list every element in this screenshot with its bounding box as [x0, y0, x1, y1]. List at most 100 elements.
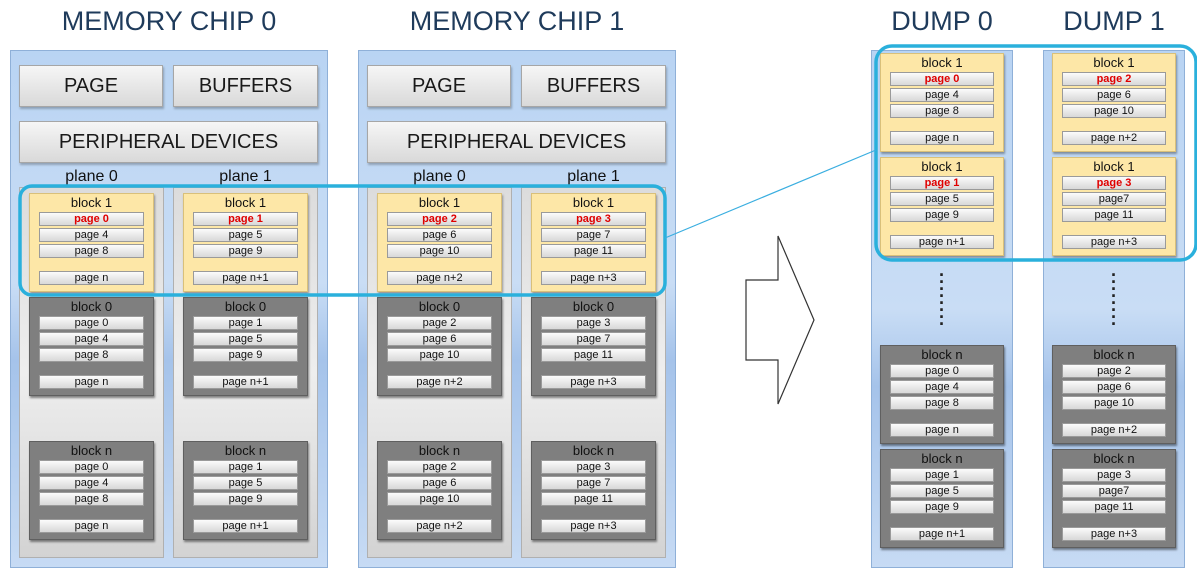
- chip-title: MEMORY CHIP 1: [409, 6, 625, 36]
- page-cell-last: page n+3: [1062, 235, 1166, 249]
- page-cell: page 5: [193, 228, 298, 242]
- peripheral-devices-box: PERIPHERAL DEVICES: [367, 121, 666, 163]
- page-cell-last: page n+1: [193, 375, 298, 389]
- page-cell: page 9: [193, 492, 298, 506]
- page-cell-highlighted: page 1: [193, 212, 298, 226]
- plane-label: plane 1: [219, 168, 272, 185]
- block-title: block n: [224, 443, 267, 458]
- block: block n page 1 page 5 page 9 page n+1: [183, 441, 308, 540]
- page-cell: page 7: [541, 228, 646, 242]
- block-title: block n: [921, 347, 963, 362]
- page-cell-last: page n+1: [193, 519, 298, 533]
- block-title: block 1: [70, 195, 113, 210]
- page-cell: page 0: [39, 460, 144, 474]
- page-cell-last: page n+2: [387, 519, 492, 533]
- page-cell: page 4: [39, 332, 144, 346]
- page-cell: page 4: [890, 380, 994, 394]
- page-cell: page 9: [890, 208, 994, 222]
- page-cell-last: page n+2: [1062, 423, 1166, 437]
- page-cell: page 8: [39, 492, 144, 506]
- page-cell-last: page n: [39, 271, 144, 285]
- page-cell: page 0: [39, 316, 144, 330]
- highlighted-block: block 1 page 3 page 7 page 11 page n+3: [531, 193, 656, 292]
- vertical-dots-icon: ········: [1111, 265, 1117, 334]
- connector-line: [664, 149, 877, 239]
- page-cell-last: page n+1: [890, 527, 994, 541]
- page-cell: page 5: [193, 332, 298, 346]
- page-cell: page 9: [890, 500, 994, 514]
- block-title: block n: [1093, 347, 1135, 362]
- page-cell-last: page n+2: [1062, 131, 1166, 145]
- page-cell: page 4: [890, 88, 994, 102]
- page-box: PAGE: [19, 65, 163, 107]
- page-cell: page 2: [387, 460, 492, 474]
- page-cell: page 10: [1062, 396, 1166, 410]
- page-cell-highlighted: page 3: [541, 212, 646, 226]
- page-cell: page 10: [387, 348, 492, 362]
- block-title: block 0: [224, 299, 267, 314]
- page-cell: page 1: [193, 316, 298, 330]
- page-cell: page 3: [1062, 468, 1166, 482]
- page-cell-last: page n+1: [890, 235, 994, 249]
- page-cell: page 8: [890, 104, 994, 118]
- buffers-box: BUFFERS: [521, 65, 666, 107]
- buffers-box: BUFFERS: [173, 65, 318, 107]
- page-cell: page 6: [1062, 380, 1166, 394]
- page-cell-last: page n+3: [541, 519, 646, 533]
- page-cell-last: page n: [890, 423, 994, 437]
- block-title: block 1: [572, 195, 615, 210]
- page-cell-last: page n: [890, 131, 994, 145]
- page-cell: page 2: [1062, 364, 1166, 378]
- page-cell-highlighted: page 1: [890, 176, 994, 190]
- page-cell-last: page n+2: [387, 375, 492, 389]
- block-title: block n: [572, 443, 615, 458]
- plane-label: plane 0: [65, 168, 118, 185]
- dump-title: DUMP 0: [891, 6, 993, 36]
- page-cell-last: page n+2: [387, 271, 492, 285]
- block-title: block 1: [224, 195, 267, 210]
- page-cell: page 11: [541, 348, 646, 362]
- page-cell: page 6: [387, 332, 492, 346]
- page-cell-last: page n: [39, 375, 144, 389]
- block-title: block 1: [1093, 159, 1135, 174]
- page-cell-highlighted: page 3: [1062, 176, 1166, 190]
- page-cell-last: page n+3: [1062, 527, 1166, 541]
- page-cell: page 1: [193, 460, 298, 474]
- page-cell: page 7: [541, 332, 646, 346]
- page-cell: page 2: [387, 316, 492, 330]
- page-cell: page 3: [541, 460, 646, 474]
- page-cell: page 11: [541, 492, 646, 506]
- block-title: block n: [70, 443, 113, 458]
- page-cell: page 0: [890, 364, 994, 378]
- page-cell: page 11: [1062, 500, 1166, 514]
- right-arrow-outline-icon: [745, 235, 815, 405]
- page-cell-highlighted: page 0: [39, 212, 144, 226]
- vertical-dots-icon: ········: [939, 265, 945, 334]
- page-cell-highlighted: page 0: [890, 72, 994, 86]
- page-cell: page 5: [193, 476, 298, 490]
- chip-title: MEMORY CHIP 0: [61, 6, 277, 36]
- block-title: block 1: [921, 159, 963, 174]
- page-cell: page 10: [1062, 104, 1166, 118]
- page-cell-last: page n+3: [541, 271, 646, 285]
- block: block n page 2 page 6 page 10 page n+2: [1052, 345, 1176, 444]
- plane-label: plane 0: [413, 168, 466, 185]
- page-cell: page 5: [890, 484, 994, 498]
- page-cell: page 7: [541, 476, 646, 490]
- block: block n page 3 page 7 page 11 page n+3: [531, 441, 656, 540]
- page-cell-last: page n+1: [193, 271, 298, 285]
- page-cell: page7: [1062, 484, 1166, 498]
- block-title: block 0: [572, 299, 615, 314]
- page-cell: page 11: [541, 244, 646, 258]
- dump-title: DUMP 1: [1063, 6, 1165, 36]
